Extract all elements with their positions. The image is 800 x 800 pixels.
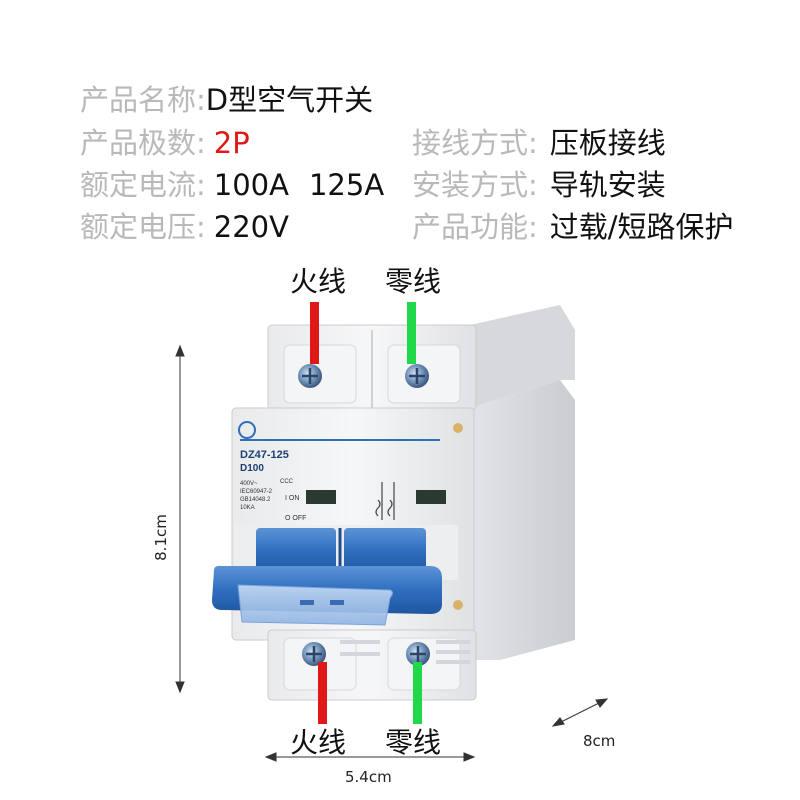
standard2-text: GB14048.2 xyxy=(240,497,271,503)
height-dimension xyxy=(175,344,185,694)
spec-function: 产品功能: 过载/短路保护 xyxy=(412,213,734,242)
live-label-bottom: 火线 xyxy=(290,726,347,759)
depth-label: 8cm xyxy=(583,732,616,750)
width-label: 5.4cm xyxy=(345,768,392,786)
breaking-text: 10KA xyxy=(240,505,255,511)
spec-label: 接线方式: xyxy=(412,126,538,160)
spec-value: 过载/短路保护 xyxy=(549,210,734,244)
off-text: O OFF xyxy=(285,515,306,522)
standard1-text: IEC60947-2 xyxy=(240,489,273,495)
screw-icon xyxy=(406,642,430,666)
spec-label: 额定电流: xyxy=(80,168,206,202)
depth-dimension xyxy=(551,698,609,727)
spec-label: 产品极数: xyxy=(80,126,206,160)
breaker-side-panel xyxy=(470,380,575,660)
toggle-right xyxy=(344,528,426,573)
neutral-wire-top xyxy=(407,302,416,364)
spec-current: 额定电流:100A 125A xyxy=(80,171,384,200)
spec-value: 220V xyxy=(213,210,289,244)
indicator-window-right xyxy=(416,490,446,504)
clear-label-cover xyxy=(237,584,393,626)
neutral-wire-bottom xyxy=(413,662,422,724)
height-label: 8.1cm xyxy=(151,514,170,561)
volt-text: 400V~ xyxy=(240,481,258,487)
spec-poles: 产品极数:2P xyxy=(80,129,250,158)
spec-label: 安装方式: xyxy=(412,168,538,202)
spec-label: 产品功能: xyxy=(412,210,538,244)
rating-text: D100 xyxy=(240,463,264,474)
spec-value-secondary: 125A xyxy=(308,168,385,202)
vent-slots xyxy=(340,640,470,664)
width-dimension xyxy=(264,752,476,762)
model-text: DZ47-125 xyxy=(240,449,289,461)
ccc-mark: CCC xyxy=(280,479,294,485)
circuit-symbol xyxy=(375,482,395,520)
neutral-label-top: 零线 xyxy=(385,265,442,298)
spec-product-name: 产品名称:D型空气开关 xyxy=(80,86,373,115)
spec-value: 2P xyxy=(213,126,250,160)
spec-label: 额定电压: xyxy=(80,210,206,244)
rivet-icon xyxy=(453,423,463,433)
spec-voltage: 额定电压:220V xyxy=(80,213,289,242)
rivet-icon xyxy=(453,600,463,610)
screw-icon xyxy=(405,364,429,388)
screw-icon xyxy=(302,642,326,666)
spec-value: D型空气开关 xyxy=(205,83,374,117)
indicator-window-left xyxy=(306,490,336,504)
live-wire-top xyxy=(310,302,319,364)
spec-value: 100A xyxy=(213,168,289,202)
spec-value: 导轨安装 xyxy=(549,168,666,202)
live-label-top: 火线 xyxy=(290,265,347,298)
spec-wiring: 接线方式: 压板接线 xyxy=(412,129,666,158)
breaker-top-side xyxy=(470,305,575,408)
spec-value: 压板接线 xyxy=(549,126,666,160)
spec-label: 产品名称: xyxy=(80,83,206,117)
brand-logo xyxy=(238,421,256,439)
spec-install: 安装方式: 导轨安装 xyxy=(412,171,666,200)
toggle-left xyxy=(256,528,336,573)
screw-icon xyxy=(298,364,322,388)
neutral-label-bottom: 零线 xyxy=(385,726,442,759)
live-wire-bottom xyxy=(318,662,327,724)
on-text: I ON xyxy=(285,495,299,502)
